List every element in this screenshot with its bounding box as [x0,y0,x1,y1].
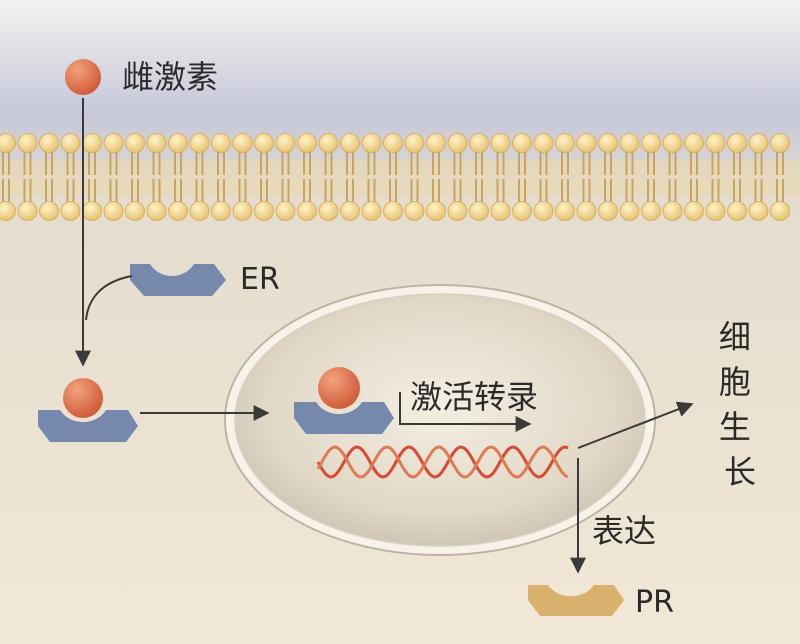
label-pr: PR [635,585,674,620]
cell-membrane [0,133,800,221]
er-receptor [130,264,226,296]
pr-receptor [528,585,624,616]
label-activate-transcription: 激活转录 [410,378,538,416]
label-estrogen: 雌激素 [122,58,218,96]
estrogen-molecule [65,59,101,95]
label-expression: 表达 [592,512,656,550]
arrow-cell-growth [577,401,694,449]
er-estrogen-complex-nuclear [294,367,394,434]
label-cell-growth: 细 胞 生 长 [719,318,761,491]
dna-helix [316,445,569,479]
label-er: ER [240,262,280,297]
arrow-activate-transcription [399,392,532,432]
nucleus [234,293,646,547]
arrow-er-joins [85,275,133,321]
er-estrogen-complex [38,378,138,442]
